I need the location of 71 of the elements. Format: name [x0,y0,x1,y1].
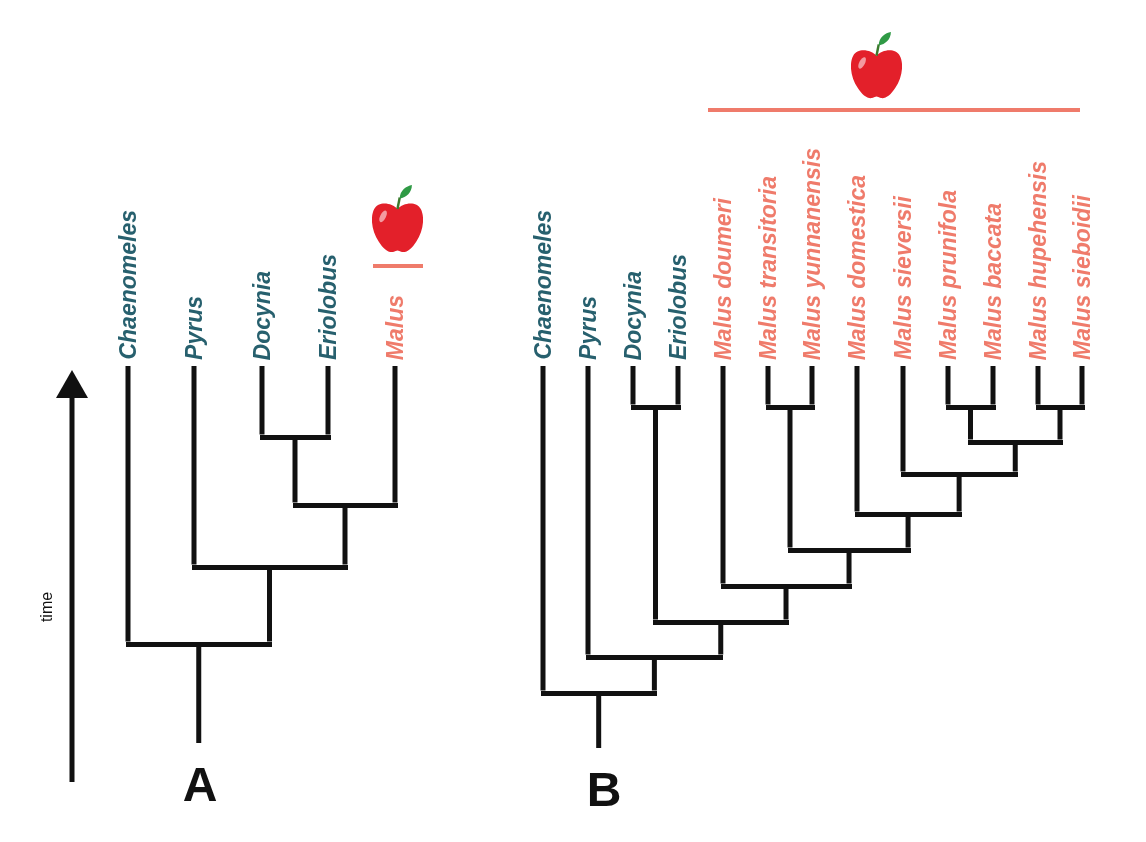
branch-line [325,366,331,435]
taxon-label: Eriolobus [665,247,691,366]
branch-bar [1035,404,1085,410]
taxon-label: Malus hupehensis [1025,154,1051,366]
branch-line [718,624,724,655]
branch-line [675,366,681,405]
branch-bar [720,583,852,589]
taxon-label: Malus domestica [844,168,870,366]
taxon-label: Malus sieversii [890,190,916,366]
branch-bar [945,404,996,410]
branch-line [1057,409,1063,440]
branch-bar [585,654,724,660]
branch-line [342,507,348,565]
branch-line [945,366,951,405]
branch-line [259,366,265,435]
branch-line [392,366,398,503]
branch-line [787,409,793,548]
branch-line [540,366,546,691]
branch-bar [630,404,681,410]
branch-line [765,366,771,405]
branch-line [968,409,973,440]
branch-bar [968,439,1063,445]
branch-line [1012,444,1018,472]
branch-bar [125,641,272,647]
taxon-label: Malus yunnanensis [799,141,825,366]
branch-bar [540,690,657,696]
branch-line [292,439,298,503]
axis-label: time [38,591,56,623]
branch-line [905,516,911,548]
branch-line [956,476,962,512]
panel-letter: B [586,764,622,816]
branch-line [1079,366,1085,405]
branch-line [846,552,852,584]
branch-line [630,366,636,405]
branch-line [653,409,658,620]
branch-bar [191,564,348,570]
branch-line [651,659,657,691]
taxon-label: Malus doumeri [710,191,736,366]
branch-line [1035,366,1041,405]
taxon-label: Eriolobus [315,247,341,366]
branch-line [900,366,906,472]
branch-line [783,588,789,620]
taxon-label: Malus baccata [980,196,1006,366]
branch-bar [653,619,789,625]
taxon-label: Malus transitoria [755,169,781,366]
branch-line [585,366,591,655]
taxon-label: Pyrus [181,290,207,366]
taxon-label: Chaenomeles [115,204,141,366]
branch-line [267,569,272,642]
branch-line [720,366,726,584]
taxon-label: Malus sieboidii [1069,189,1095,366]
branch-bar [787,547,911,553]
branch-bar [765,404,815,410]
branch-line [196,646,202,743]
branch-bar [259,434,331,440]
taxon-label: Malus [382,288,408,366]
branch-line [596,695,602,748]
taxon-label: Chaenomeles [530,204,556,366]
branch-line [854,366,860,512]
branch-bar [292,502,398,508]
taxon-label: Pyrus [575,290,601,366]
branch-line [990,366,996,405]
branch-line [809,366,815,405]
taxon-label: Malus prunifola [935,184,961,366]
branch-bar [900,471,1018,477]
taxon-label: Docynia [620,264,646,366]
panel-letter: A [182,759,218,811]
taxon-label: Docynia [249,264,275,366]
branch-line [125,366,131,642]
branch-bar [854,511,962,517]
branch-line [191,366,197,565]
